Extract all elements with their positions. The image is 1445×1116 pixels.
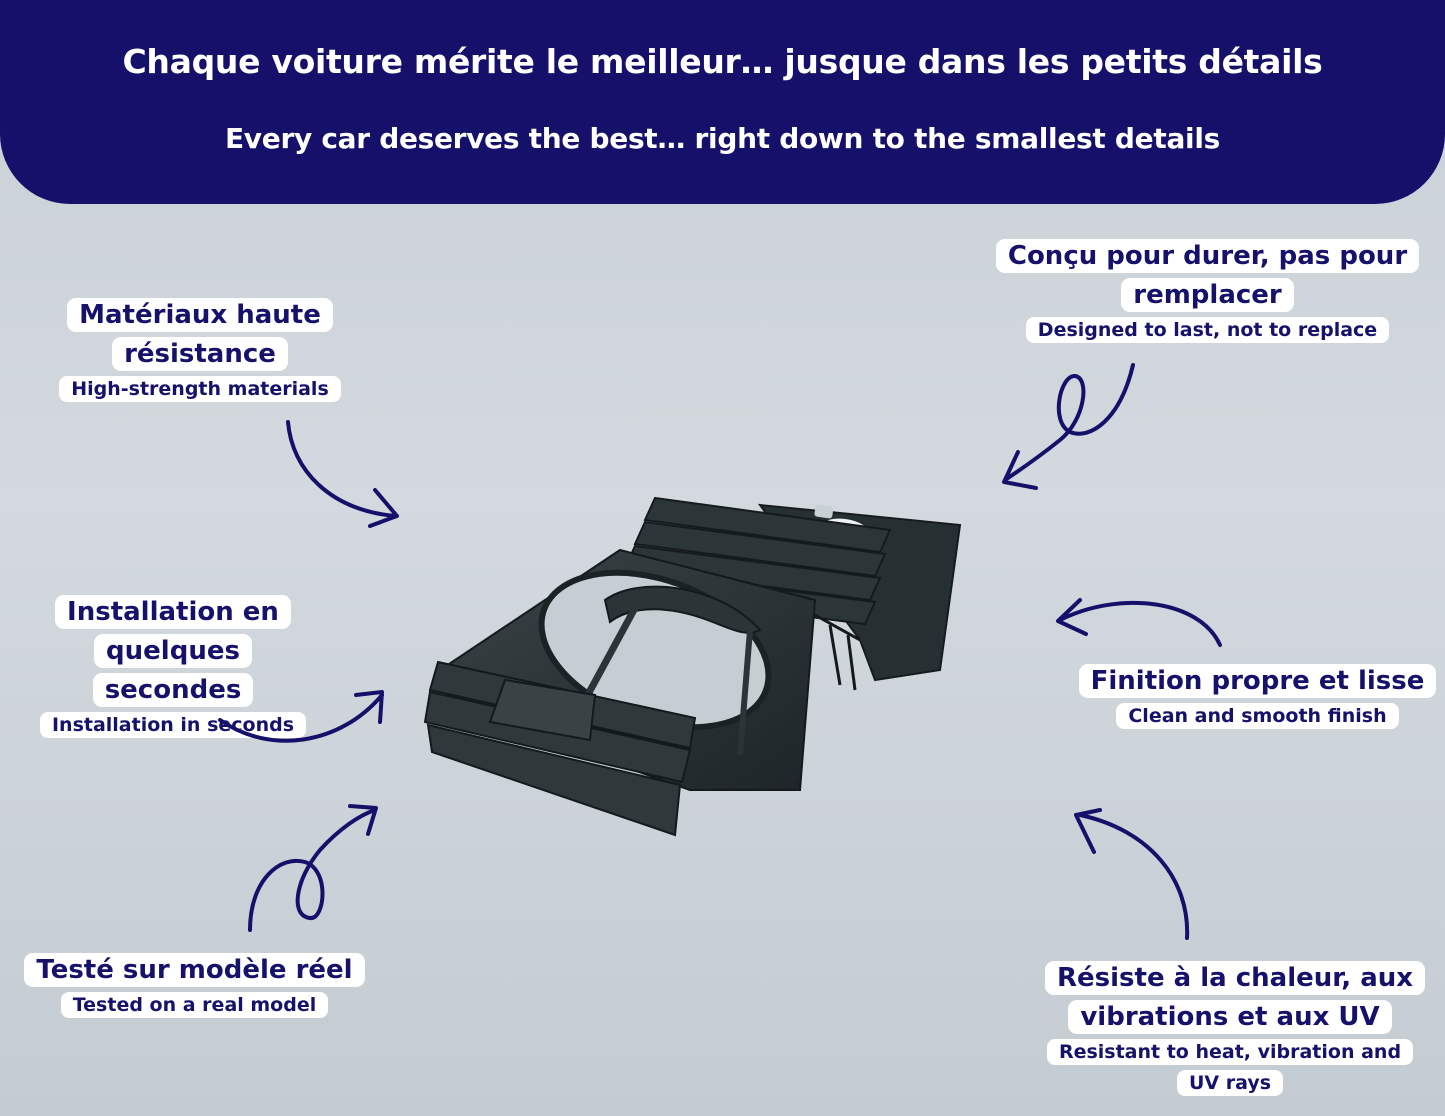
feature-finish: Finition propre et lisse Clean and smoot… [1075, 662, 1440, 732]
arrow-head-icon [1074, 808, 1102, 854]
feature-installation-en: Installation in seconds [39, 712, 307, 738]
arrow-head-icon [1056, 598, 1088, 636]
feature-materials-fr: Matériaux haute résistance [67, 298, 333, 371]
arrow-head-icon [368, 488, 399, 528]
page-subtitle: Every car deserves the best… right down … [224, 122, 1221, 155]
feature-durable: Conçu pour durer, pas pour remplacer Des… [985, 237, 1430, 346]
page-title: Chaque voiture mérite le meilleur… jusqu… [122, 42, 1323, 81]
feature-resist: Résiste à la chaleur, aux vibrations et … [1040, 959, 1426, 1099]
feature-tested-fr: Testé sur modèle réel [24, 953, 365, 987]
curved-arrow-icon [1058, 600, 1222, 647]
arrow-head-icon [1002, 450, 1038, 490]
feature-tested: Testé sur modèle réel Tested on a real m… [22, 951, 367, 1021]
feature-materials: Matériaux haute résistance High-strength… [40, 296, 360, 405]
feature-tested-en: Tested on a real model [60, 992, 329, 1018]
loop-arrow-icon [248, 808, 377, 932]
curved-arrow-icon [286, 420, 397, 518]
feature-finish-en: Clean and smooth finish [1116, 703, 1399, 729]
arrow-head-icon [354, 690, 384, 724]
feature-durable-en: Designed to last, not to replace [1025, 317, 1390, 343]
feature-finish-fr: Finition propre et lisse [1078, 664, 1437, 698]
feature-installation: Installation en quelques secondes Instal… [28, 593, 318, 741]
cup-holder-product-image [423, 496, 962, 837]
feature-materials-en: High-strength materials [59, 376, 341, 402]
curved-arrow-icon [218, 693, 384, 743]
feature-installation-fr: Installation en quelques secondes [55, 595, 291, 707]
curved-arrow-icon [1078, 813, 1190, 940]
arrow-head-icon [348, 804, 378, 836]
header-banner: Chaque voiture mérite le meilleur… jusqu… [0, 0, 1445, 204]
loop-arrow-icon [1003, 363, 1135, 482]
